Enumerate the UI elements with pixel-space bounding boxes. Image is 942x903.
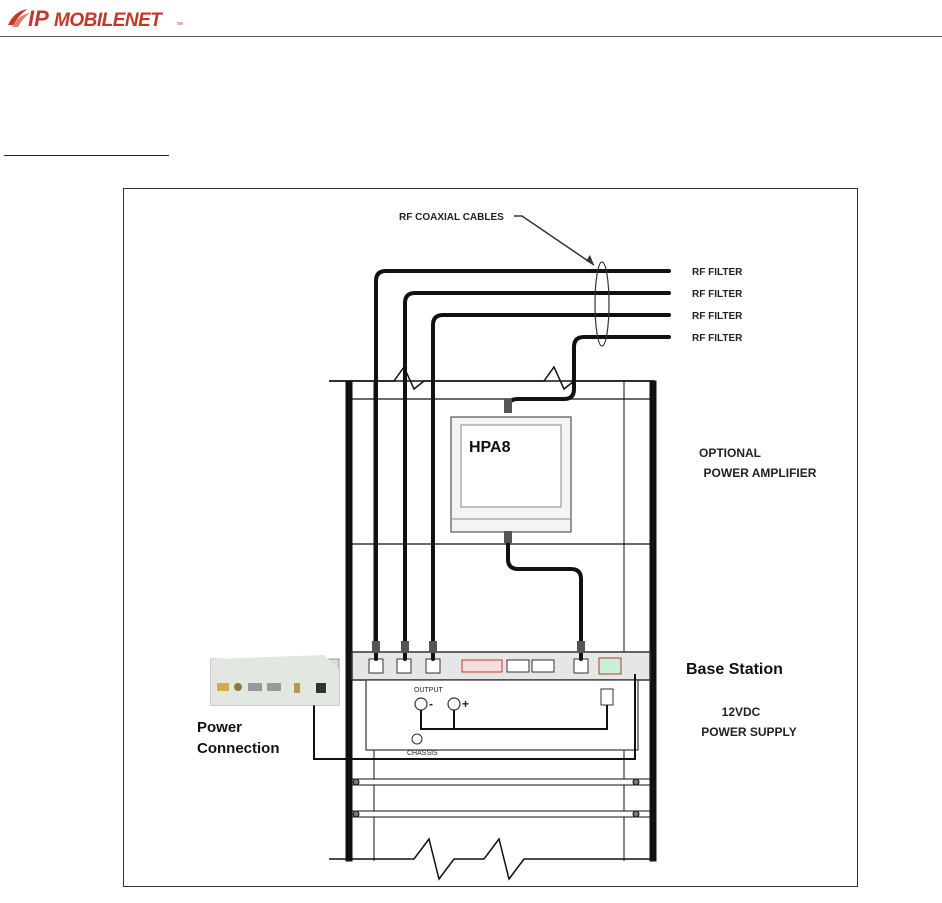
cable-bundle-marker [595, 262, 609, 346]
rack-rail-left [346, 381, 352, 861]
base-station-unit [352, 652, 650, 680]
hpa8-amplifier: HPA8 [451, 417, 571, 532]
diagram-canvas: HPA8 OUTPUT - + CHASSIS [124, 189, 859, 888]
chassis-label: CHASSIS [407, 750, 438, 757]
power-supply-unit: OUTPUT - + CHASSIS [366, 680, 638, 757]
output-label: OUTPUT [414, 687, 444, 694]
optional-pa-label-line1: OPTIONAL [699, 446, 761, 460]
header-divider [0, 36, 942, 37]
coax-leader-line [514, 216, 594, 265]
coax-cables-label: RF COAXIAL CABLES [399, 212, 504, 223]
rack-rail-right [650, 381, 656, 861]
logo-name: MOBILENET [54, 10, 163, 31]
hpa8-label: HPA8 [469, 439, 511, 456]
logo-prefix: IP [28, 6, 49, 31]
installation-diagram: HPA8 OUTPUT - + CHASSIS [123, 188, 858, 887]
rf-filter-label-3: RF FILTER [692, 311, 743, 322]
power-connection-label-line2: Connection [197, 740, 280, 757]
optional-pa-label-line2: POWER AMPLIFIER [704, 466, 817, 480]
logo-swoosh-icon [8, 9, 30, 27]
power-connection-photo [211, 655, 339, 705]
ipmobilenet-logo: IP MOBILENET ™ [6, 3, 196, 33]
rf-filter-label-2: RF FILTER [692, 289, 743, 300]
page-header: IP MOBILENET ™ [0, 0, 942, 40]
section-heading-underline [4, 155, 169, 156]
power-supply-label-line2: POWER SUPPLY [701, 725, 797, 739]
logo-trademark: ™ [176, 22, 183, 29]
power-supply-label-line1: 12VDC [722, 705, 761, 719]
rf-filter-label-1: RF FILTER [692, 267, 743, 278]
base-station-label: Base Station [686, 661, 783, 678]
power-connection-label-line1: Power [197, 719, 242, 736]
rf-filter-label-4: RF FILTER [692, 333, 743, 344]
output-minus-label: - [429, 697, 433, 711]
coax-arrow-icon [586, 255, 594, 265]
output-plus-label: + [462, 697, 469, 711]
